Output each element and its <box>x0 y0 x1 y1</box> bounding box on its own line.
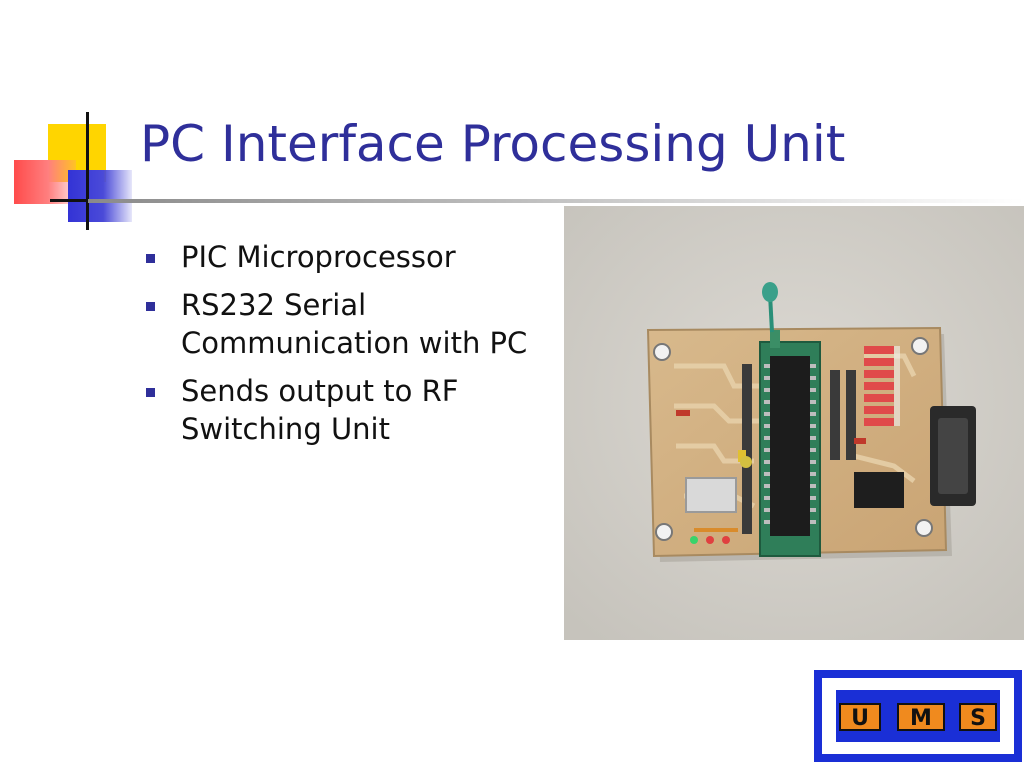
circuit-board-illustration <box>564 206 1024 640</box>
square-bullet-icon <box>146 302 155 311</box>
slide-title: PC Interface Processing Unit <box>140 115 846 173</box>
corner-ornament-icon <box>0 0 150 240</box>
logo-letter-u: U <box>851 706 869 731</box>
ornament-blue-square <box>68 170 132 222</box>
bullet-item: Sends output to RF Switching Unit <box>144 372 544 448</box>
bullet-text: Sends output to RF Switching Unit <box>181 374 459 446</box>
bullet-text: PIC Microprocessor <box>181 240 456 274</box>
logo-letter-m: M <box>910 706 932 731</box>
bullet-list: PIC Microprocessor RS232 Serial Communic… <box>144 238 544 458</box>
ornament-red-square <box>14 160 76 204</box>
logo-graphic: U M S <box>814 670 1022 762</box>
square-bullet-icon <box>146 254 155 263</box>
bullet-item: RS232 Serial Communication with PC <box>144 286 544 362</box>
circuit-board-photo <box>564 206 1024 640</box>
ums-logo: U M S <box>812 668 1024 764</box>
bullet-item: PIC Microprocessor <box>144 238 544 276</box>
square-bullet-icon <box>146 388 155 397</box>
logo-letter-s: S <box>970 706 986 731</box>
bullet-text: RS232 Serial Communication with PC <box>181 288 528 360</box>
title-underline <box>88 199 1024 203</box>
ornament-vertical-line <box>86 112 89 230</box>
